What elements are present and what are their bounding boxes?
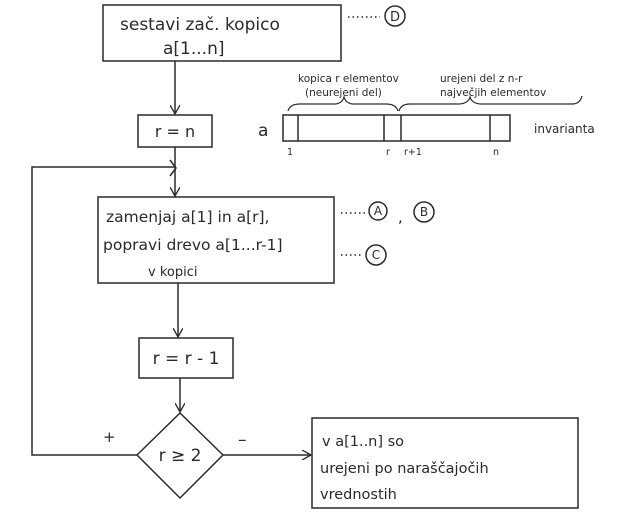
sorted-caption-line2: največjih elementov	[440, 87, 546, 99]
invariant-array	[282, 114, 511, 142]
index-1: 1	[287, 147, 293, 158]
condition-no-label: –	[238, 430, 247, 450]
init-line2: a[1...n]	[163, 39, 224, 59]
init-box	[102, 4, 342, 62]
index-r: r	[386, 147, 390, 158]
ref-circle-D	[384, 5, 406, 27]
end-line1: v a[1..n] so	[322, 434, 404, 450]
swap-line2: popravi drevo a[1...r-1]	[103, 236, 283, 254]
ref-label-A: A	[374, 204, 383, 218]
index-n: n	[493, 147, 499, 158]
ref-label-B: B	[420, 205, 428, 219]
heap-brace	[287, 94, 399, 112]
set-r-label: r = n	[155, 122, 195, 141]
sorted-caption-line1: urejeni del z n-r	[440, 73, 523, 85]
condition-label: r ≥ 2	[159, 446, 202, 466]
swap-box	[97, 196, 335, 284]
invariant-label: invarianta	[534, 122, 595, 136]
array-name: a	[258, 121, 268, 141]
ref-circle-C	[365, 244, 387, 266]
swap-line3: v kopici	[148, 265, 197, 280]
end-line3: vrednostih	[320, 487, 397, 503]
sorted-brace	[398, 94, 583, 112]
end-line2: urejeni po naraščajočih	[320, 461, 489, 477]
heap-caption-line2: (neurejeni del)	[305, 87, 382, 99]
decrement-box	[138, 337, 234, 379]
loop-back-arrowhead	[169, 159, 177, 177]
ref-circle-A	[368, 201, 388, 221]
swap-line1: zamenjaj a[1] in a[r],	[106, 208, 269, 226]
decrement-label: r = r - 1	[153, 349, 220, 369]
ref-label-D: D	[390, 10, 400, 25]
condition-diamond	[135, 411, 225, 500]
condition-yes-label: +	[103, 428, 116, 446]
ref-label-C: C	[372, 248, 380, 262]
ref-circle-B	[413, 201, 435, 223]
ref-separator: ,	[398, 208, 403, 226]
index-r1: r+1	[404, 147, 422, 158]
init-line1: sestavi zač. kopico	[120, 15, 280, 35]
heap-caption-line1: kopica r elementov	[298, 73, 399, 85]
end-box	[311, 417, 579, 509]
loop-back-line	[31, 166, 175, 456]
